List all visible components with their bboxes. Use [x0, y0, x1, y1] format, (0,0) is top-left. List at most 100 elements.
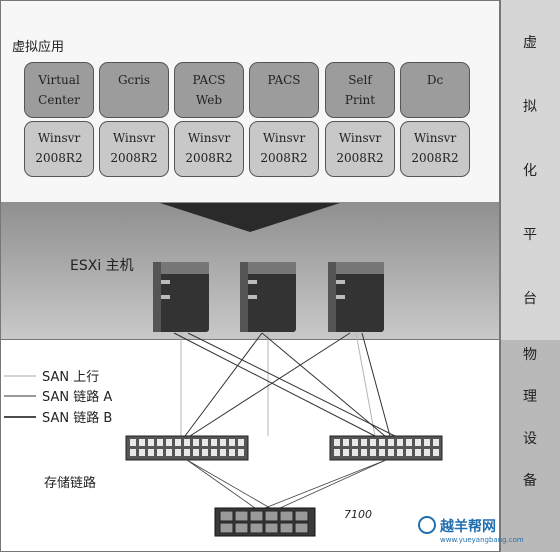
watermark-logo-icon — [418, 516, 436, 534]
switch-port — [175, 439, 181, 446]
switch-port — [406, 439, 412, 446]
switch-port — [211, 449, 217, 456]
switch-port — [424, 449, 430, 456]
switch-port — [370, 449, 376, 456]
layer-label-char: 平 — [523, 227, 537, 243]
switch-port — [370, 439, 376, 446]
switch-port — [139, 449, 145, 456]
storage-bay — [249, 522, 264, 534]
switch-port — [397, 449, 403, 456]
switch-port — [343, 449, 349, 456]
switch-port — [193, 439, 199, 446]
storage-model-label: 7100 — [344, 508, 372, 521]
diagram-graphics — [4, 203, 443, 537]
app-box: Gcris — [99, 62, 169, 118]
switch-port — [379, 449, 385, 456]
storage-link-label: 存储链路 — [44, 476, 97, 491]
switch-port — [193, 449, 199, 456]
storage-bay — [219, 522, 234, 534]
storage-bay — [264, 510, 279, 522]
switch-port — [184, 439, 190, 446]
switch-port — [343, 439, 349, 446]
os-box: Winsvr 2008R2 — [325, 121, 395, 177]
legend-san-link-b: SAN 链路 B — [42, 411, 113, 426]
switch-port — [157, 449, 163, 456]
layer-label-char: 备 — [523, 473, 537, 489]
watermark-url: www.yueyangbang.com — [440, 536, 524, 544]
app-box: PACS — [249, 62, 319, 118]
layer-label-char: 化 — [523, 163, 537, 179]
san-link-lines — [173, 332, 396, 437]
legend-san-link-a: SAN 链路 A — [42, 390, 113, 405]
switch-port — [166, 439, 172, 446]
layer-label-char: 拟 — [523, 99, 537, 115]
storage-bay — [264, 522, 279, 534]
switch-port — [238, 439, 244, 446]
switch-port — [184, 449, 190, 456]
server-2 — [240, 262, 296, 332]
san-switch-a — [125, 435, 249, 461]
virtualization-platform-label — [500, 0, 560, 340]
storage-array — [214, 507, 316, 537]
storage-link-lines — [186, 459, 387, 509]
os-box: Winsvr 2008R2 — [24, 121, 94, 177]
san-switch-b — [329, 435, 443, 461]
switch-port — [406, 449, 412, 456]
switch-port — [352, 449, 358, 456]
esxi-host-label: ESXi 主机 — [70, 258, 134, 274]
app-box: PACS Web — [174, 62, 244, 118]
os-box: Winsvr 2008R2 — [400, 121, 470, 177]
switch-port — [220, 439, 226, 446]
app-box: Dc — [400, 62, 470, 118]
app-box: Self Print — [325, 62, 395, 118]
switch-port — [424, 439, 430, 446]
storage-bay — [219, 510, 234, 522]
storage-bay — [294, 522, 309, 534]
switch-port — [388, 449, 394, 456]
switch-port — [433, 449, 439, 456]
layer-label-char: 台 — [523, 291, 537, 307]
switch-port — [148, 439, 154, 446]
storage-bay — [279, 522, 294, 534]
switch-port — [202, 449, 208, 456]
layer-label-char: 设 — [523, 431, 537, 447]
switch-port — [139, 439, 145, 446]
switch-port — [379, 439, 385, 446]
switch-port — [157, 439, 163, 446]
switch-port — [175, 449, 181, 456]
funnel-arrow — [160, 203, 340, 232]
switch-port — [352, 439, 358, 446]
switch-port — [130, 439, 136, 446]
server-1 — [153, 262, 209, 332]
switch-port — [433, 439, 439, 446]
switch-port — [229, 449, 235, 456]
storage-bay — [294, 510, 309, 522]
switch-port — [238, 449, 244, 456]
server-3 — [328, 262, 384, 332]
os-box: Winsvr 2008R2 — [174, 121, 244, 177]
switch-port — [220, 449, 226, 456]
switch-port — [211, 439, 217, 446]
storage-bay — [279, 510, 294, 522]
os-box: Winsvr 2008R2 — [99, 121, 169, 177]
os-box: Winsvr 2008R2 — [249, 121, 319, 177]
legend-san-uplink: SAN 上行 — [42, 370, 100, 385]
switch-port — [130, 449, 136, 456]
switch-port — [166, 449, 172, 456]
storage-bay — [234, 510, 249, 522]
switch-port — [361, 449, 367, 456]
switch-port — [415, 449, 421, 456]
layer-label-char: 物 — [523, 347, 537, 363]
switch-port — [397, 439, 403, 446]
switch-port — [361, 439, 367, 446]
layer-label-char: 虚 — [523, 35, 537, 51]
switch-port — [202, 439, 208, 446]
switch-port — [229, 439, 235, 446]
switch-port — [334, 439, 340, 446]
layer-label-char: 理 — [523, 389, 537, 405]
layer-labels-column: 虚拟化平台 物理设备 — [500, 0, 560, 552]
watermark-brand: 越羊帮网 — [440, 519, 496, 535]
switch-port — [334, 449, 340, 456]
app-box: Virtual Center — [24, 62, 94, 118]
switch-port — [148, 449, 154, 456]
